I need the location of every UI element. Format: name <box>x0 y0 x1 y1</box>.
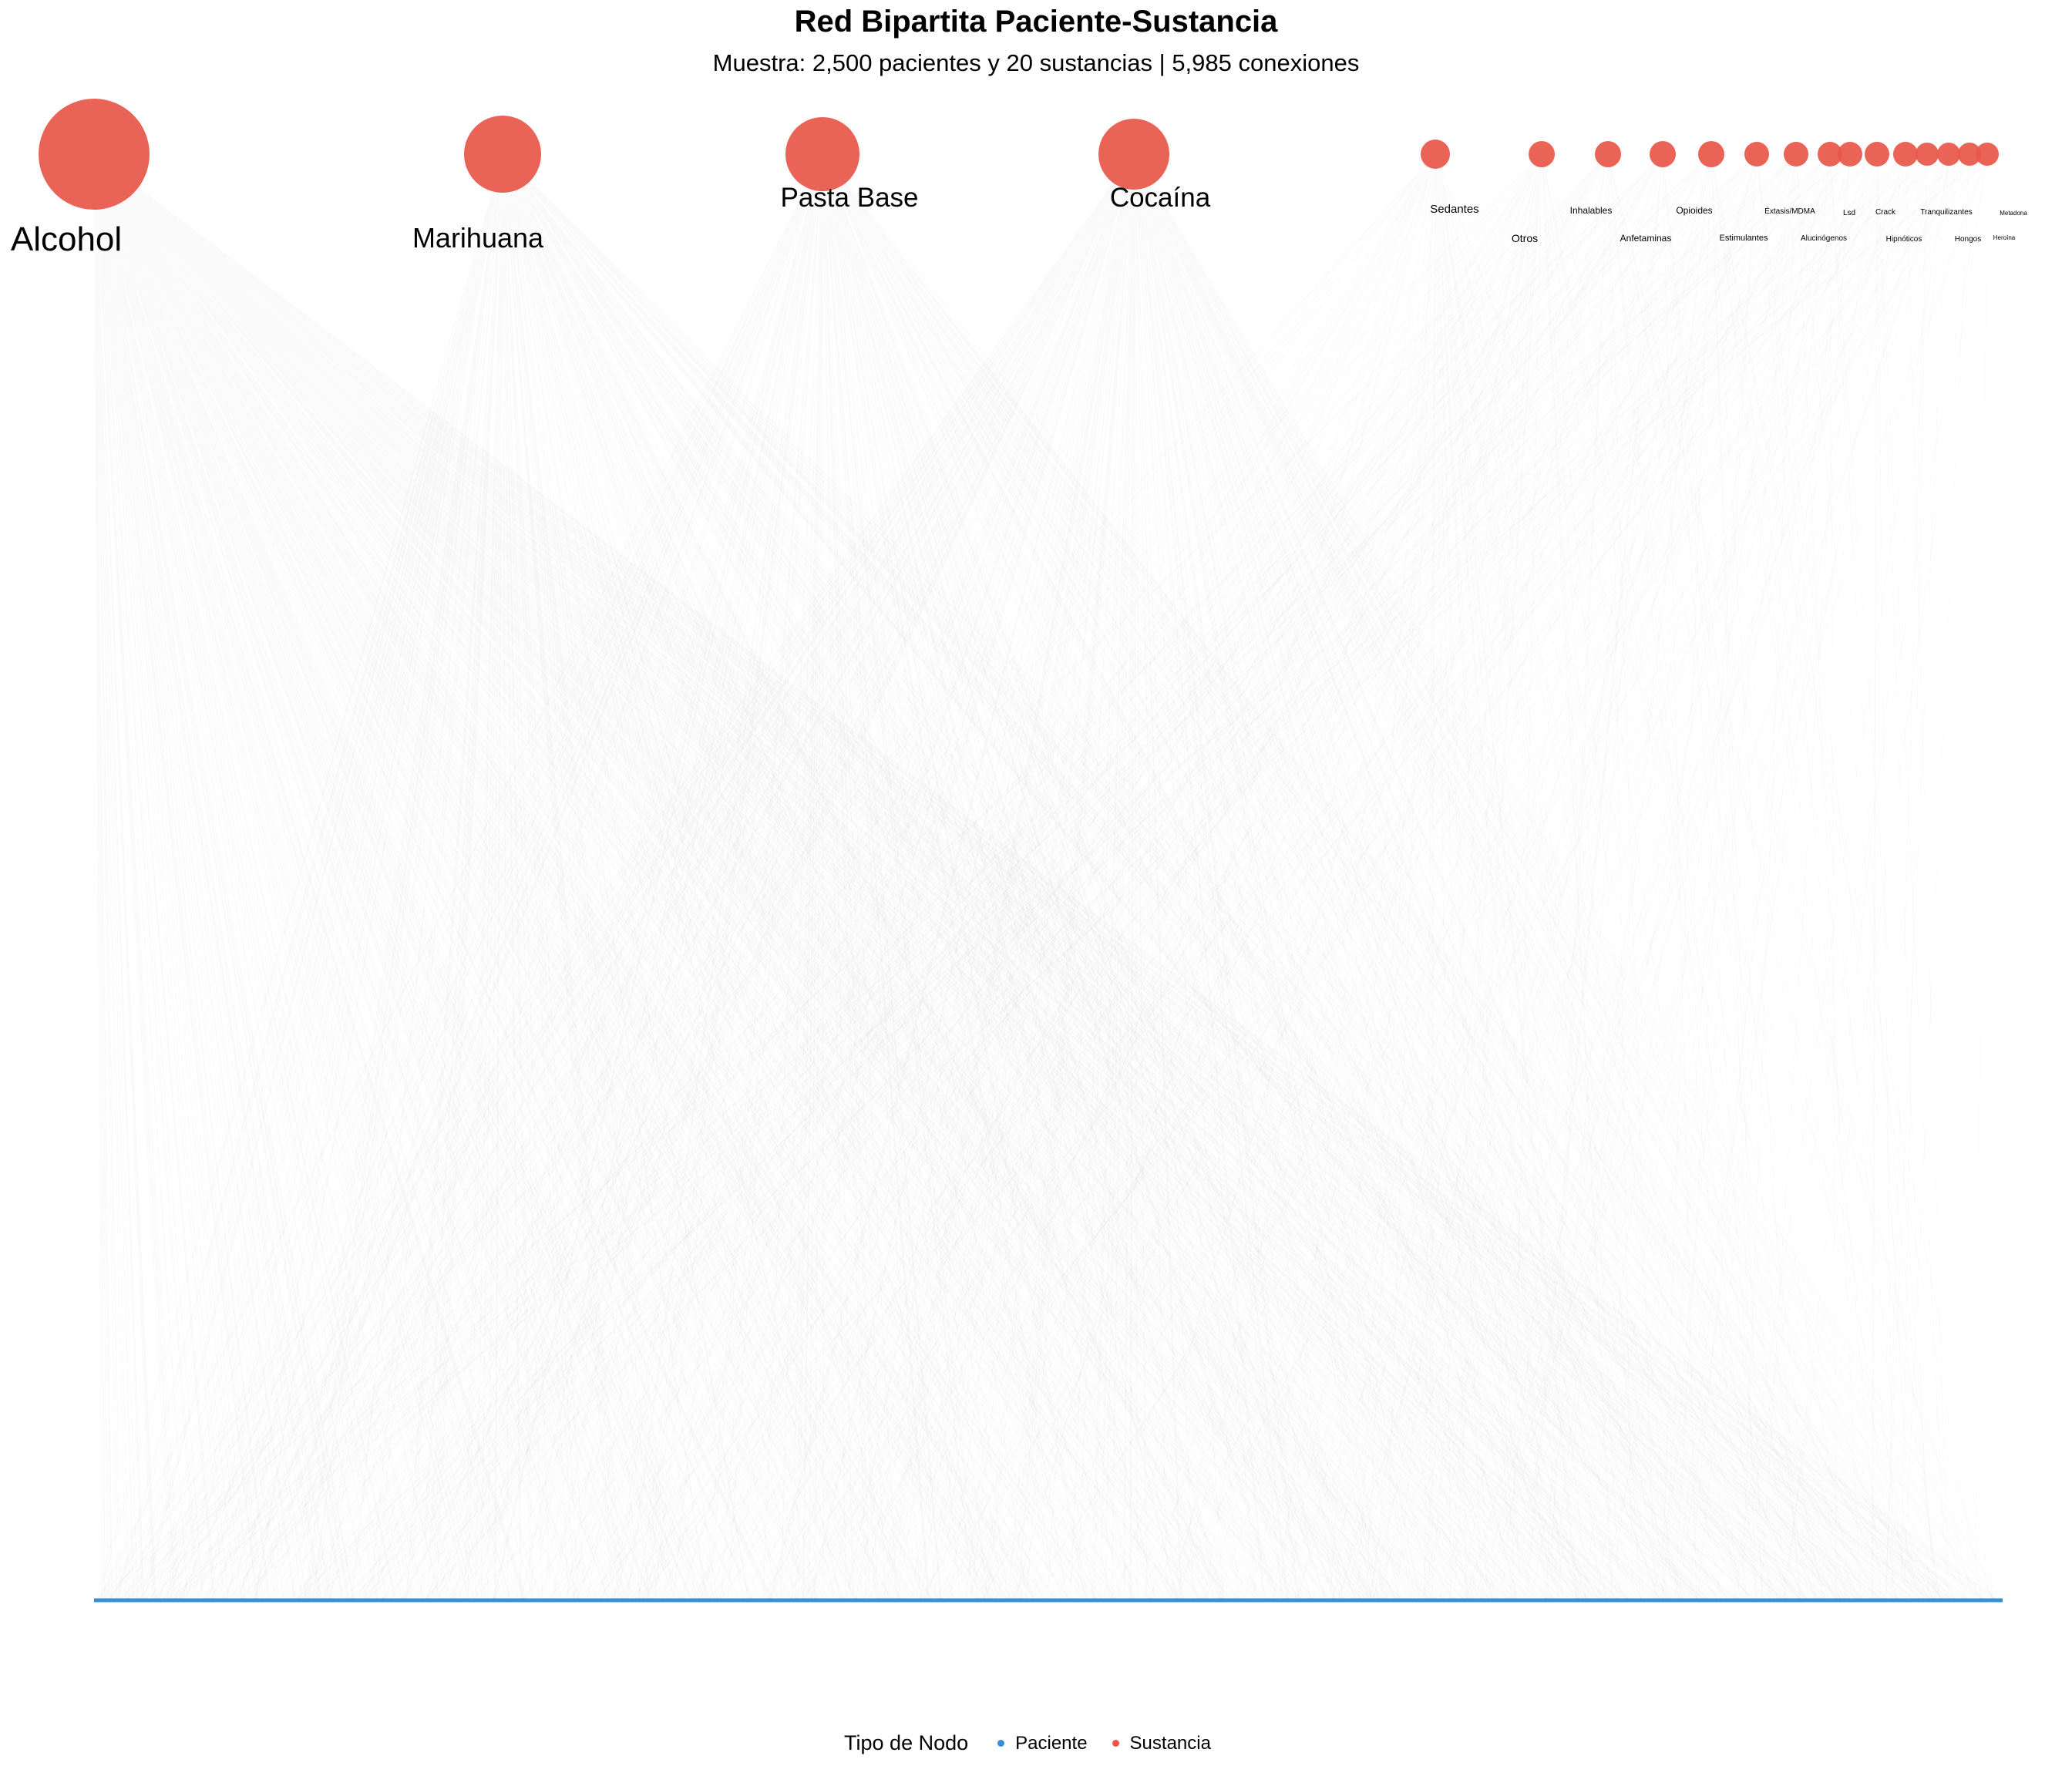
substance-node <box>1958 143 1981 166</box>
substance-node <box>1784 142 1808 166</box>
substance-label: Opioides <box>1676 205 1712 216</box>
substance-node <box>1916 143 1939 166</box>
edges-17 <box>176 153 1970 1601</box>
substance-node <box>1529 141 1555 167</box>
edges-16 <box>126 153 1949 1601</box>
legend: Tipo de Nodo Paciente Sustancia <box>0 1731 2072 1755</box>
edges-2 <box>97 153 1996 1601</box>
substance-node <box>785 117 859 191</box>
substance-node <box>1865 142 1889 166</box>
legend-label-paciente: Paciente <box>1015 1732 1088 1754</box>
edges-5 <box>102 153 1993 1601</box>
substance-label: Éxtasis/MDMA <box>1764 206 1815 216</box>
substance-node <box>1937 143 1960 166</box>
substance-label: Sedantes <box>1430 203 1478 216</box>
substance-label: Alcohol <box>11 220 122 258</box>
substance-node <box>1838 142 1862 166</box>
legend-label-sustancia: Sustancia <box>1129 1732 1211 1754</box>
legend-item-sustancia: Sustancia <box>1105 1733 1211 1754</box>
substance-node <box>1698 141 1724 167</box>
substance-node <box>1595 141 1621 167</box>
substance-node <box>1421 140 1450 169</box>
legend-key-paciente <box>997 1740 1005 1747</box>
edges-4 <box>126 153 1993 1601</box>
chart-subtitle: Muestra: 2,500 pacientes y 20 sustancias… <box>712 49 1360 76</box>
legend-key-sustancia <box>1112 1740 1119 1747</box>
substance-label: Inhalables <box>1570 205 1613 216</box>
substance-label: Hipnóticos <box>1886 235 1922 244</box>
substance-label: Otros <box>1512 232 1538 244</box>
edges-1 <box>95 153 1961 1601</box>
substance-label: Tranquilizantes <box>1920 208 1972 217</box>
substance-node <box>1893 142 1918 166</box>
substance-label: Estimulantes <box>1720 234 1768 243</box>
edges-18 <box>143 153 1988 1601</box>
edges-15 <box>160 153 1928 1601</box>
chart-title: Red Bipartita Paciente-Sustancia <box>794 5 1278 39</box>
edges-7 <box>170 153 1816 1601</box>
substance-label: Alucinógenos <box>1801 234 1847 243</box>
substance-label: Metadona <box>2000 210 2027 217</box>
edges-3 <box>96 153 2002 1601</box>
substance-label: Hongos <box>1955 235 1981 244</box>
substance-node <box>1976 143 1999 166</box>
substance-label: Pasta Base <box>781 183 919 213</box>
edges-10 <box>180 153 1937 1601</box>
edges-14 <box>331 153 1949 1601</box>
substance-label: Anfetaminas <box>1620 233 1672 244</box>
substance-node <box>1818 142 1842 166</box>
edge-layer <box>93 153 2002 1601</box>
substance-label: Heroína <box>1993 234 2016 241</box>
substance-node <box>39 99 150 210</box>
edges-9 <box>136 153 1939 1601</box>
edges-6 <box>99 153 1974 1601</box>
substance-node-layer <box>39 99 1999 210</box>
legend-title: Tipo de Nodo <box>844 1731 969 1754</box>
substance-node <box>1650 141 1676 167</box>
substance-label: Crack <box>1875 208 1896 217</box>
substance-label: Marihuana <box>412 222 544 254</box>
edges-13 <box>285 153 1947 1601</box>
edges-11 <box>96 153 1936 1601</box>
edges-8 <box>117 153 1994 1601</box>
substance-node <box>1098 119 1169 190</box>
substance-node <box>464 116 541 193</box>
substance-label: Lsd <box>1843 209 1855 217</box>
edges-12 <box>102 153 1851 1601</box>
edges-0 <box>93 153 2000 1601</box>
legend-item-paciente: Paciente <box>990 1732 1088 1754</box>
substance-node <box>1744 142 1769 166</box>
substance-label: Cocaína <box>1110 183 1211 213</box>
